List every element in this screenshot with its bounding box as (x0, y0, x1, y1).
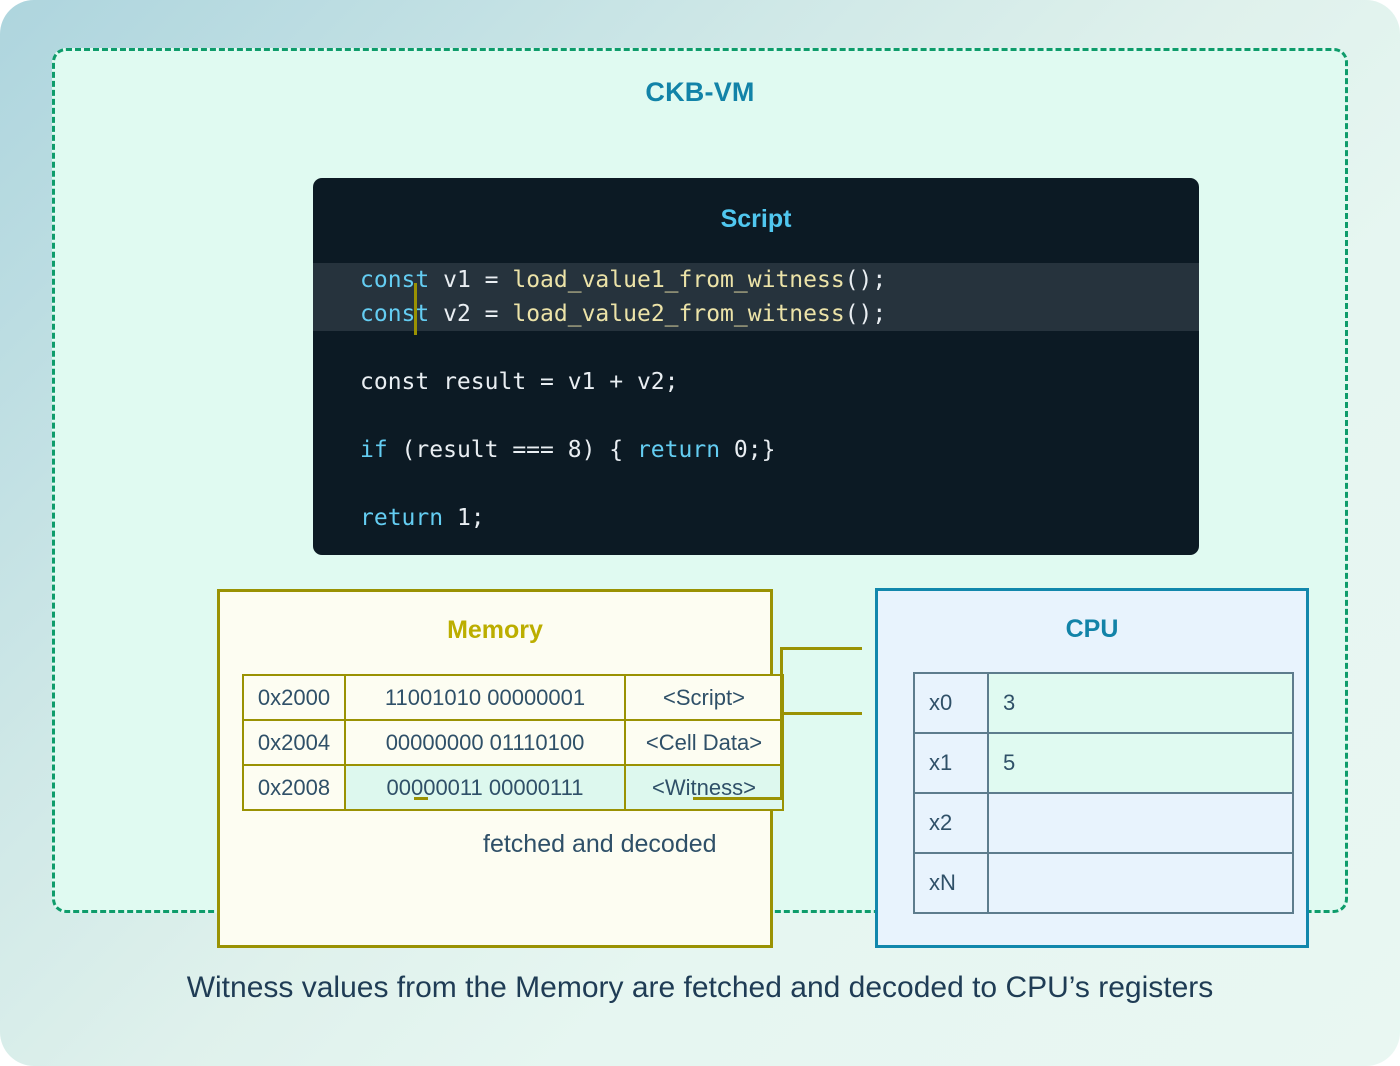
cpu-register-row: xN (913, 852, 1294, 914)
script-title: Script (720, 205, 792, 233)
code-token: load_value2_from_witness (512, 301, 845, 327)
code-token: v1 = (429, 267, 513, 293)
code-token: load_value1_from_witness (512, 267, 845, 293)
code-token: (); (844, 301, 887, 327)
code-token: if (360, 437, 388, 463)
code-token: const (360, 267, 430, 293)
script-panel: Script const v1 = load_value1_from_witne… (313, 178, 1199, 555)
code-line (313, 467, 1199, 501)
code-line: if (result === 8) { return 0;} (313, 433, 1199, 467)
connector-segment-label-left (414, 797, 428, 800)
code-token: 1; (443, 505, 485, 531)
connector-branch-x1 (780, 712, 862, 715)
cpu-register-value (987, 792, 1294, 854)
cpu-register-name: xN (913, 852, 989, 914)
memory-cell-bits: 11001010 00000001 (344, 674, 626, 721)
memory-cell-address: 0x2000 (242, 674, 346, 721)
code-token: const (360, 301, 430, 327)
memory-cell-tag: <Witness> (624, 764, 784, 811)
ckb-vm-container: CKB-VM Script const v1 = load_value1_fro… (52, 48, 1348, 948)
cpu-register-name: x1 (913, 732, 989, 794)
connector-branch-x0 (780, 647, 862, 650)
cpu-register-name: x0 (913, 672, 989, 734)
ckb-vm-title: CKB-VM (645, 77, 755, 107)
cpu-register-row: x2 (913, 792, 1294, 854)
code-token: (result === 8) { (387, 437, 637, 463)
code-token: v2 = (429, 301, 513, 327)
memory-cell-address: 0x2008 (242, 764, 346, 811)
code-line: return 1; (313, 501, 1199, 535)
diagram-caption: Witness values from the Memory are fetch… (186, 971, 1214, 1004)
connector-segment-label-right (693, 797, 783, 800)
code-line (313, 399, 1199, 433)
connector-segment-riser (780, 647, 783, 800)
code-line: const result = v1 + v2; (313, 365, 1199, 399)
memory-cell-tag: <Cell Data> (624, 719, 784, 766)
code-line: const v1 = load_value1_from_witness(); (313, 263, 1199, 297)
code-token: const result = v1 + v2; (360, 369, 679, 395)
code-token: (); (844, 267, 887, 293)
cpu-register-name: x2 (913, 792, 989, 854)
code-token: return (360, 505, 444, 531)
fetched-and-decoded-label: fetched and decoded (483, 830, 717, 858)
cpu-register-value: 5 (987, 732, 1294, 794)
memory-cell-address: 0x2004 (242, 719, 346, 766)
code-token: 0;} (720, 437, 776, 463)
cpu-register-value (987, 852, 1294, 914)
memory-title: Memory (447, 616, 543, 644)
cpu-title: CPU (1065, 615, 1119, 643)
code-line: const v2 = load_value2_from_witness(); (313, 297, 1199, 331)
memory-cell-bits: 00000000 01110100 (344, 719, 626, 766)
code-line (313, 331, 1199, 365)
connector-segment-witness-drop (414, 283, 417, 335)
cpu-register-value: 3 (987, 672, 1294, 734)
code-token: return (636, 437, 721, 463)
memory-cell-tag: <Script> (624, 674, 784, 721)
script-code-body: const v1 = load_value1_from_witness();co… (313, 263, 1199, 535)
memory-cell-bits: 00000011 00000111 (344, 764, 626, 811)
